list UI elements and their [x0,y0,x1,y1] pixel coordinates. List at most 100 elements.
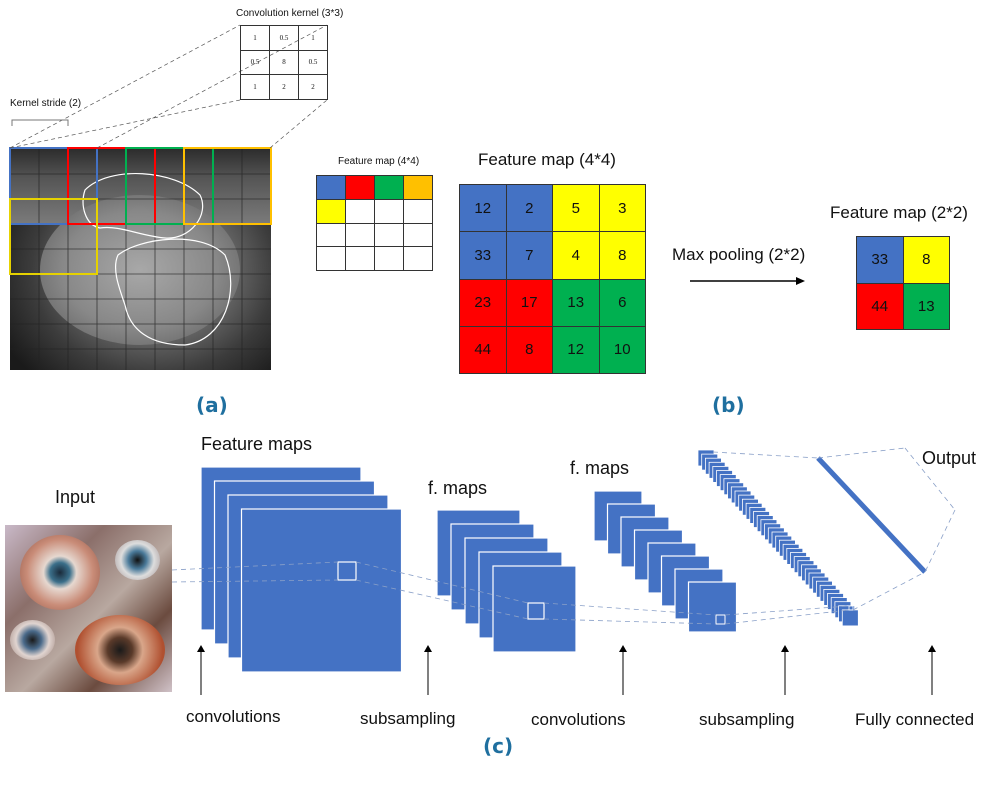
small-feature-map [316,175,433,271]
fmap4-title: Feature map (4*4) [478,150,616,169]
fmap2-cell: 8 [902,236,950,284]
small-fmap-cell [403,222,433,248]
connector-line [543,618,717,625]
kernel-cell: 1 [240,74,270,100]
fmaps2-label: f. maps [570,458,630,478]
stage-arrow-head [928,645,936,652]
receptive-field [337,561,357,581]
output-label: Output [922,448,977,468]
subsample-layer [841,609,859,627]
receptive-field [715,614,726,625]
kernel-cell: 0.5 [240,49,270,76]
fmap4-cell: 2 [505,183,553,233]
small-fmap-cell [345,246,375,271]
connector-line [712,451,819,459]
stride-bracket [11,119,69,126]
kernel-cell: 2 [298,74,328,100]
small-fmap-cell [403,246,433,271]
stage-arrow-head [619,645,627,652]
small-fmap-cell [403,198,433,224]
connector-line [924,509,956,573]
caption-c: (c) [483,734,514,758]
feature-map-layer [240,508,403,673]
stride-label: Kernel stride (2) [10,98,82,109]
stage-label: Fully connected [855,710,975,729]
fmap2-cell: 33 [856,236,904,284]
kernel-window-green [125,147,214,225]
connector-line [543,602,717,616]
small-fmap-cell [345,198,375,224]
fmap-layer [492,565,577,653]
small-fmap-cell [316,246,346,271]
fmap4-cell: 6 [598,278,646,327]
kernel-title: Convolution kernel (3*3) [236,8,344,19]
fmap4-cell: 23 [459,278,507,327]
kernel-window-yellow [9,198,98,275]
stage-arrow-head [781,645,789,652]
connector-line [355,579,529,620]
fmap4-cell: 4 [552,231,600,280]
fmaps1-label: f. maps [428,478,488,498]
fmap-layer [687,581,738,633]
small-fmap-cell [374,198,404,224]
small-fmap-cell [316,175,346,200]
connector-line [852,571,926,611]
fmap4-cell: 13 [552,278,600,327]
small-fmap-cell [316,222,346,248]
caption-b: (b) [712,393,745,417]
small-fmap-cell [316,198,346,224]
small-fmap-title: Feature map (4*4) [338,156,420,167]
input-label: Input [55,487,96,507]
small-fmap-cell [345,222,375,248]
heart-region [40,195,240,345]
kernel-window-orange [183,147,272,225]
small-fmap-cell [374,246,404,271]
receptive-field [848,605,854,611]
pool-label: Max pooling (2*2) [672,245,806,264]
kernel-window-blue [9,147,98,225]
fmap4-cell: 8 [505,325,553,375]
fmap4-cell: 17 [505,278,553,327]
kernel-window-red [67,147,156,225]
stage-label: subsampling [360,709,456,728]
kernel-cell: 1 [240,25,270,51]
kernel-cell: 0.5 [269,25,299,51]
small-fmap-cell [403,175,433,200]
fully-connected-layer [816,456,927,574]
fmap2-title: Feature map (2*2) [830,203,968,222]
input-image [5,525,172,692]
connector-line [171,579,339,583]
feature-maps-label: Feature maps [201,434,313,454]
connector-line [817,447,906,459]
fmap4-cell: 10 [598,325,646,375]
kernel-cell: 0.5 [298,49,328,76]
connector-line [724,605,850,616]
fmap4-cell: 3 [598,183,646,233]
fmap4-cell: 12 [459,183,507,233]
fmap4-cell: 12 [552,325,600,375]
small-fmap-cell [374,222,404,248]
kernel-grid: 1 0.5 1 0.5 8 0.5 1 2 2 [240,25,328,100]
receptive-field [527,602,545,620]
stage-arrow-head [424,645,432,652]
connector-line [724,609,850,625]
connector-line [171,561,339,571]
fmap2-cell: 13 [902,282,950,330]
fmap4-cell: 8 [598,231,646,280]
stage-label: convolutions [186,707,281,726]
stage-arrow-head [197,645,205,652]
stage-label: subsampling [699,710,795,729]
caption-a: (a) [196,393,228,417]
connector-line [355,561,529,604]
contour-2 [114,238,232,346]
connector-line [904,447,956,511]
fmap2-cell: 44 [856,282,904,330]
contour-1 [82,173,204,239]
stage-label: convolutions [531,710,626,729]
kernel-cell: 2 [269,74,299,100]
